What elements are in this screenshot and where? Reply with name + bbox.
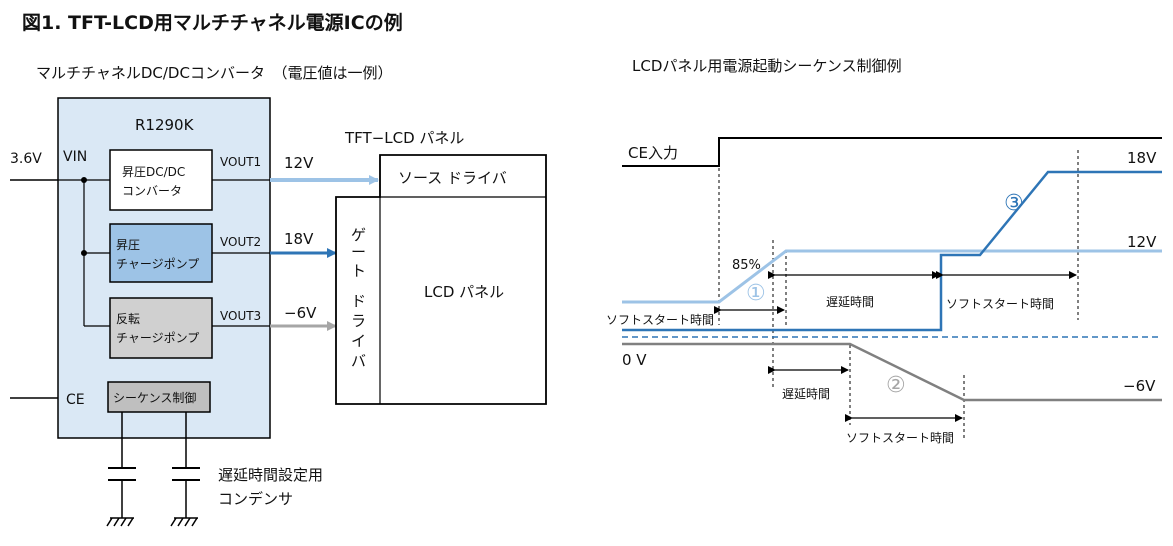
boost-pump-block [109, 223, 213, 283]
ce-label: CE [66, 392, 85, 408]
panel-title: TFT−LCD パネル [344, 129, 464, 147]
ic-name: R1290K [135, 116, 195, 134]
waveform-12v [622, 249, 1162, 304]
output-18v-label: 18V [284, 230, 314, 248]
left-subtitle: マルチチャネルDC/DCコンバータ （電圧値は一例） [36, 64, 392, 82]
source-driver-label: ソース ドライバ [398, 169, 507, 187]
inverting-pump-block [109, 297, 213, 359]
input-voltage-label: 3.6V [10, 151, 42, 167]
vout3-label: VOUT3 [220, 309, 261, 323]
soft-start-label-1: ソフトスタート時間 [606, 313, 714, 327]
ce-input-label: CE入力 [628, 144, 678, 162]
delay-label-2: 遅延時間 [782, 387, 830, 401]
boost-dcdc-label-2: コンバータ [122, 184, 182, 198]
lcd-panel-label: LCD パネル [424, 283, 504, 301]
gate-driver-char: ト [351, 262, 366, 280]
waveform-neg6v [622, 342, 1162, 402]
output-neg6v-label: −6V [284, 304, 317, 322]
delay-label-1: 遅延時間 [826, 295, 874, 309]
inverting-pump-label-1: 反転 [116, 312, 140, 326]
vin-label: VIN [63, 149, 87, 165]
figure-title: 図1. TFT-LCD用マルチチャネル電源ICの例 [22, 11, 403, 34]
boost-dcdc-label-1: 昇圧DC/DC [122, 165, 185, 179]
output-12v-label: 12V [284, 154, 314, 172]
sequence-control-block [107, 381, 211, 413]
capacitor-label-1: 遅延時間設定用 [218, 466, 323, 484]
marker-2: ② [886, 373, 906, 398]
delay-capacitor-1 [106, 412, 136, 527]
vout2-label: VOUT2 [220, 235, 261, 249]
label-18v: 18V [1127, 149, 1157, 167]
right-subtitle: LCDパネル用電源起動シーケンス制御例 [632, 57, 902, 75]
gate-driver-char: ゲ [351, 226, 366, 244]
gate-driver-char: ー [351, 243, 366, 261]
vin-node-2 [81, 250, 87, 256]
gate-driver-char: ド [351, 292, 366, 310]
waveform-18v [622, 170, 1162, 332]
marker-1: ① [746, 281, 766, 306]
delay-capacitor-2 [170, 412, 200, 527]
label-85pct: 85% [732, 258, 761, 273]
dimension-arrows [714, 271, 1077, 422]
timing-guides [718, 150, 1079, 440]
vin-node-1 [81, 177, 87, 183]
capacitor-label-2: コンデンサ [218, 490, 293, 508]
soft-start-label-2: ソフトスタート時間 [846, 431, 954, 445]
soft-start-label-3: ソフトスタート時間 [946, 297, 1054, 311]
gate-driver-label: ゲ ー ト ド ラ イ バ [351, 226, 366, 370]
boost-pump-label-2: チャージポンプ [116, 257, 199, 271]
ce-waveform [622, 137, 1162, 167]
gate-driver-char: イ [351, 332, 366, 350]
gate-driver-char: ラ [351, 312, 366, 330]
gate-driver-char: バ [351, 352, 366, 370]
panel-outline [335, 154, 547, 405]
sequence-control-label: シーケンス制御 [113, 390, 196, 405]
inverting-pump-label-2: チャージポンプ [116, 331, 199, 345]
boost-pump-label-1: 昇圧 [116, 238, 140, 252]
vout1-label: VOUT1 [220, 155, 261, 169]
label-12v: 12V [1127, 233, 1157, 251]
label-0v: 0 V [622, 351, 647, 369]
label-neg6v: −6V [1123, 377, 1156, 395]
marker-3: ③ [1004, 191, 1024, 216]
boost-dcdc-block [109, 149, 213, 211]
